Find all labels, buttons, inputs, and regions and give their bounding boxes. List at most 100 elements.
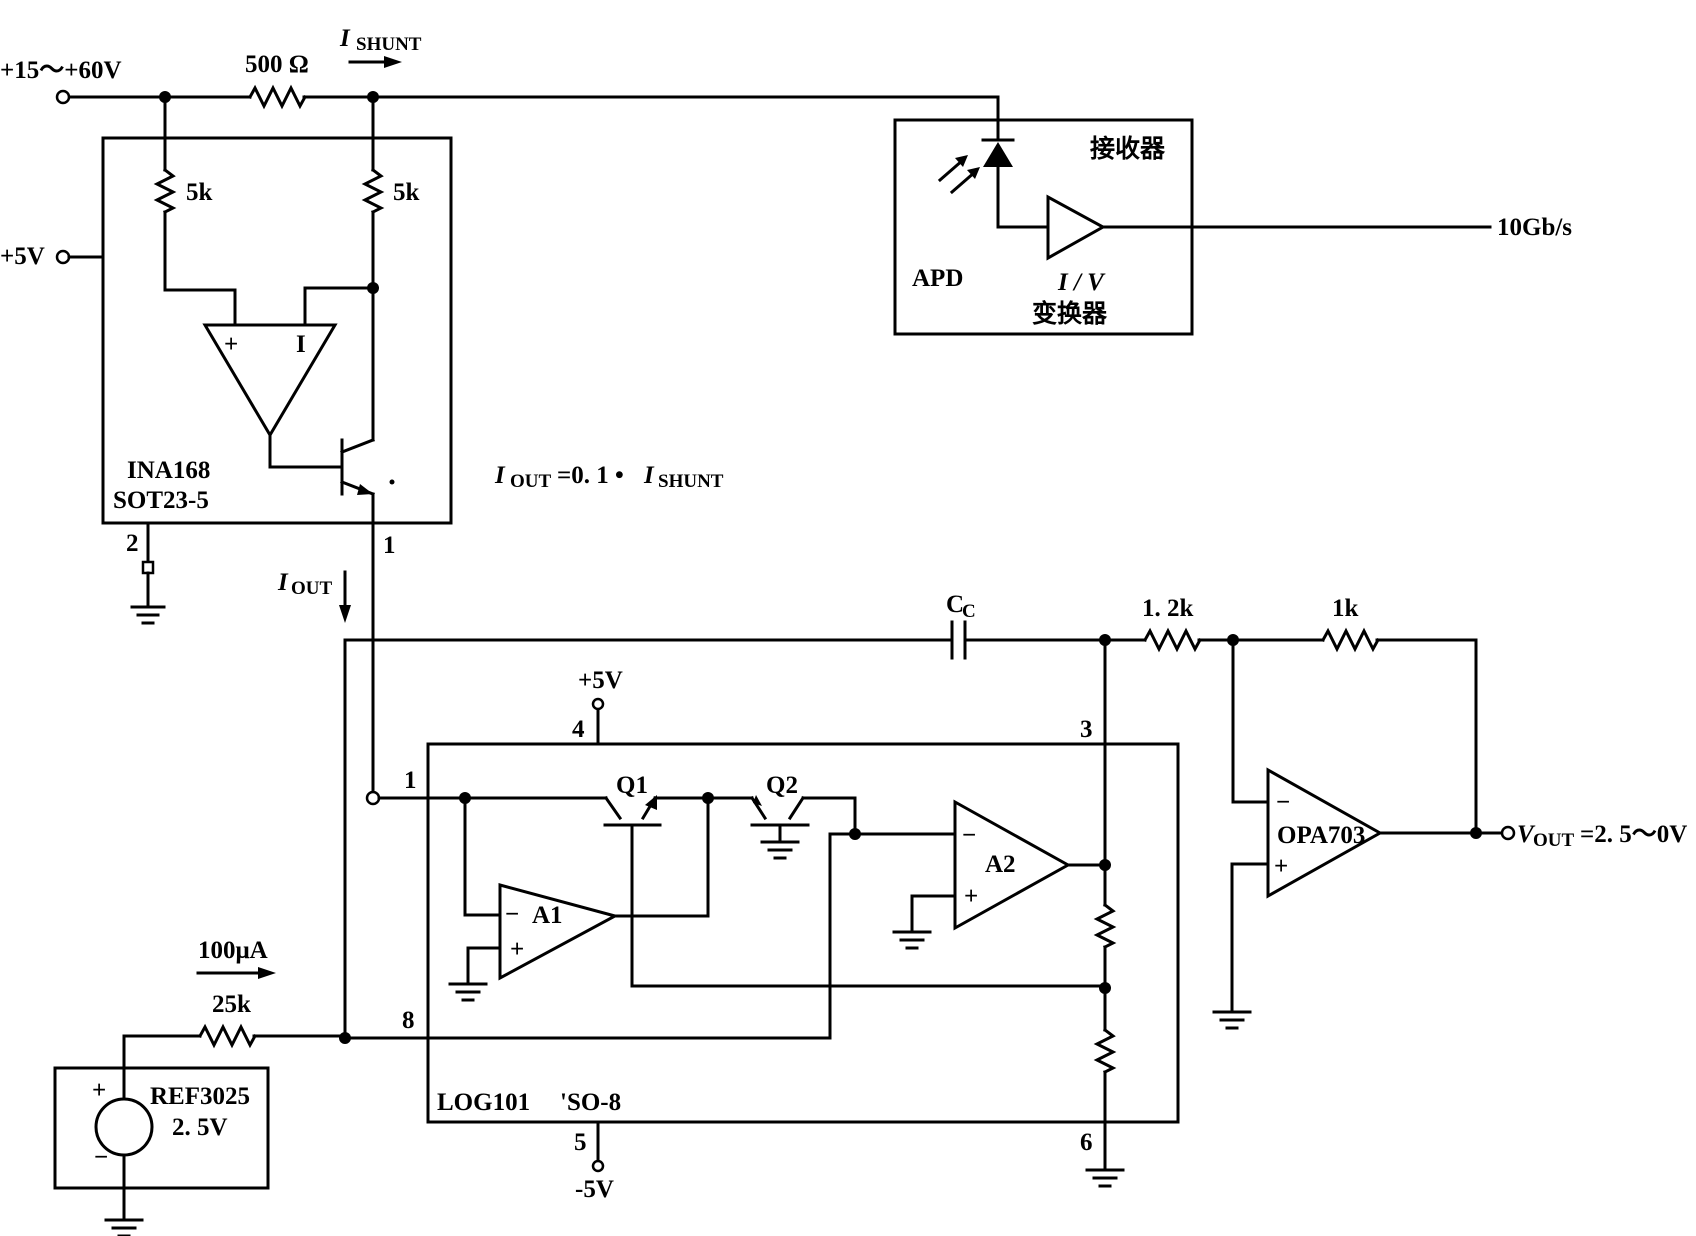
supply-rail: [55, 84, 1000, 142]
compensation-capacitor: [950, 620, 967, 660]
a1-opamp: [498, 883, 620, 981]
svg-text:I: I: [643, 462, 655, 489]
a1-ground-icon: [448, 982, 488, 1002]
iv-converter: [1046, 194, 1107, 261]
resistor-1k: [1320, 627, 1381, 653]
log-resistor-upper: [1093, 902, 1117, 950]
ina-plus5v-label: +5V: [0, 243, 45, 270]
ina-resistor-left-label: 5k: [186, 179, 213, 206]
vout-label: V OUT =2. 5～0V: [1517, 821, 1687, 851]
iout-current-arrow: [339, 570, 351, 623]
ref3025-block: [53, 1023, 347, 1236]
receiver-block: [893, 118, 1492, 336]
a1-plus: +: [510, 936, 524, 963]
apd-label: APD: [912, 265, 963, 292]
log-minus5v-label: -5V: [575, 1176, 614, 1203]
ref-voltage: 2. 5V: [172, 1114, 228, 1141]
ina-package: SOT23-5: [113, 487, 209, 514]
log-pin-8: 8: [402, 1007, 415, 1034]
log-package: 'SO-8: [560, 1089, 621, 1116]
ina-pin-1: 1: [383, 532, 396, 559]
ina-name: INA168: [127, 457, 210, 484]
svg-text:OUT: OUT: [291, 578, 333, 599]
opa703-opamp: [1266, 767, 1384, 899]
ref-current-arrow: [196, 967, 276, 979]
ina168-block: [55, 95, 453, 625]
svg-text:=2. 5～0V: =2. 5～0V: [1580, 821, 1687, 848]
ina-opamp-minus: I: [296, 331, 306, 358]
resistor-1-2k: [1142, 627, 1203, 653]
log-pin-1: 1: [404, 767, 417, 794]
log-resistor-lower: [1093, 1027, 1117, 1075]
a2-plus: +: [964, 883, 978, 910]
svg-text:SHUNT: SHUNT: [356, 34, 422, 55]
a2-ground-icon: [892, 930, 932, 950]
iv-sub-label: 变换器: [1032, 299, 1108, 328]
opa703-name: OPA703: [1277, 822, 1365, 849]
q1-label: Q1: [616, 772, 648, 799]
svg-text:I: I: [339, 25, 351, 52]
iv-label: I / V: [1057, 269, 1106, 296]
svg-text:SHUNT: SHUNT: [658, 471, 724, 492]
ref-current-label: 100μA: [198, 937, 268, 964]
ina-pin-2: 2: [126, 530, 139, 557]
log101-block: [343, 521, 1180, 1188]
log-pin-4: 4: [572, 716, 585, 743]
supply-range-label: +15～+60V: [0, 57, 122, 84]
vout-terminal: [1500, 825, 1516, 841]
ina-resistor-left: [153, 167, 177, 215]
log-ground-icon: [1085, 1168, 1125, 1188]
ina-resistor-right-label: 5k: [393, 179, 420, 206]
iout-current-label: I OUT: [277, 569, 333, 599]
ref-ground-icon: [104, 1218, 144, 1236]
ref-minus: −: [94, 1144, 108, 1171]
current-equation: I OUT =0. 1 • I SHUNT: [494, 462, 724, 492]
apd-diode-icon: [981, 138, 1050, 229]
log-name: LOG101: [437, 1089, 530, 1116]
q1-transistor: [603, 795, 662, 988]
plus5v-terminal: [55, 249, 71, 265]
opa-plus: +: [1274, 853, 1288, 880]
opa-ground-icon: [1212, 1010, 1252, 1030]
light-arrows-icon: [937, 155, 980, 195]
resistor-1k-label: 1k: [1332, 595, 1359, 622]
ina-resistor-right: [361, 167, 385, 215]
q2-ground-icon: [760, 840, 800, 860]
svg-text:OUT: OUT: [1533, 830, 1575, 851]
svg-text:C: C: [962, 601, 976, 622]
a1-label: A1: [532, 902, 563, 929]
ref-resistor-label: 25k: [212, 991, 251, 1018]
log-pin-5: 5: [574, 1129, 587, 1156]
ref-plus: +: [92, 1077, 106, 1104]
a2-label: A2: [985, 851, 1016, 878]
ina-opamp: [202, 323, 338, 438]
opa-minus: −: [1276, 789, 1290, 816]
log-pin-6: 6: [1080, 1129, 1093, 1156]
q2-transistor: [749, 795, 857, 842]
resistor-1-2k-label: 1. 2k: [1142, 595, 1194, 622]
shunt-current-label: I SHUNT: [339, 25, 422, 55]
ina-ground-icon: [130, 605, 166, 625]
supply-terminal: [55, 89, 71, 105]
shunt-resistor-label: 500 Ω: [245, 51, 309, 78]
ref-name: REF3025: [150, 1083, 250, 1110]
a1-minus: −: [505, 901, 519, 928]
q2-label: Q2: [766, 772, 798, 799]
log-plus5v-label: +5V: [578, 667, 623, 694]
shunt-current-arrow: [348, 56, 402, 68]
svg-text:I: I: [277, 569, 289, 596]
ref-resistor-25k: [197, 1023, 258, 1049]
opa703-block: [1212, 767, 1516, 1030]
feedback-network: [339, 620, 1478, 1044]
a2-minus: −: [962, 822, 976, 849]
a2-opamp: [953, 799, 1072, 931]
svg-text:OUT: OUT: [510, 471, 552, 492]
receiver-title: 接收器: [1090, 135, 1166, 163]
svg-text:I: I: [494, 462, 506, 489]
shunt-resistor: [247, 84, 308, 110]
cap-label: C C: [946, 591, 976, 622]
svg-text:V: V: [1517, 821, 1536, 848]
ina-opamp-plus: +: [224, 331, 238, 358]
svg-text:=0. 1 •: =0. 1 •: [557, 462, 624, 489]
